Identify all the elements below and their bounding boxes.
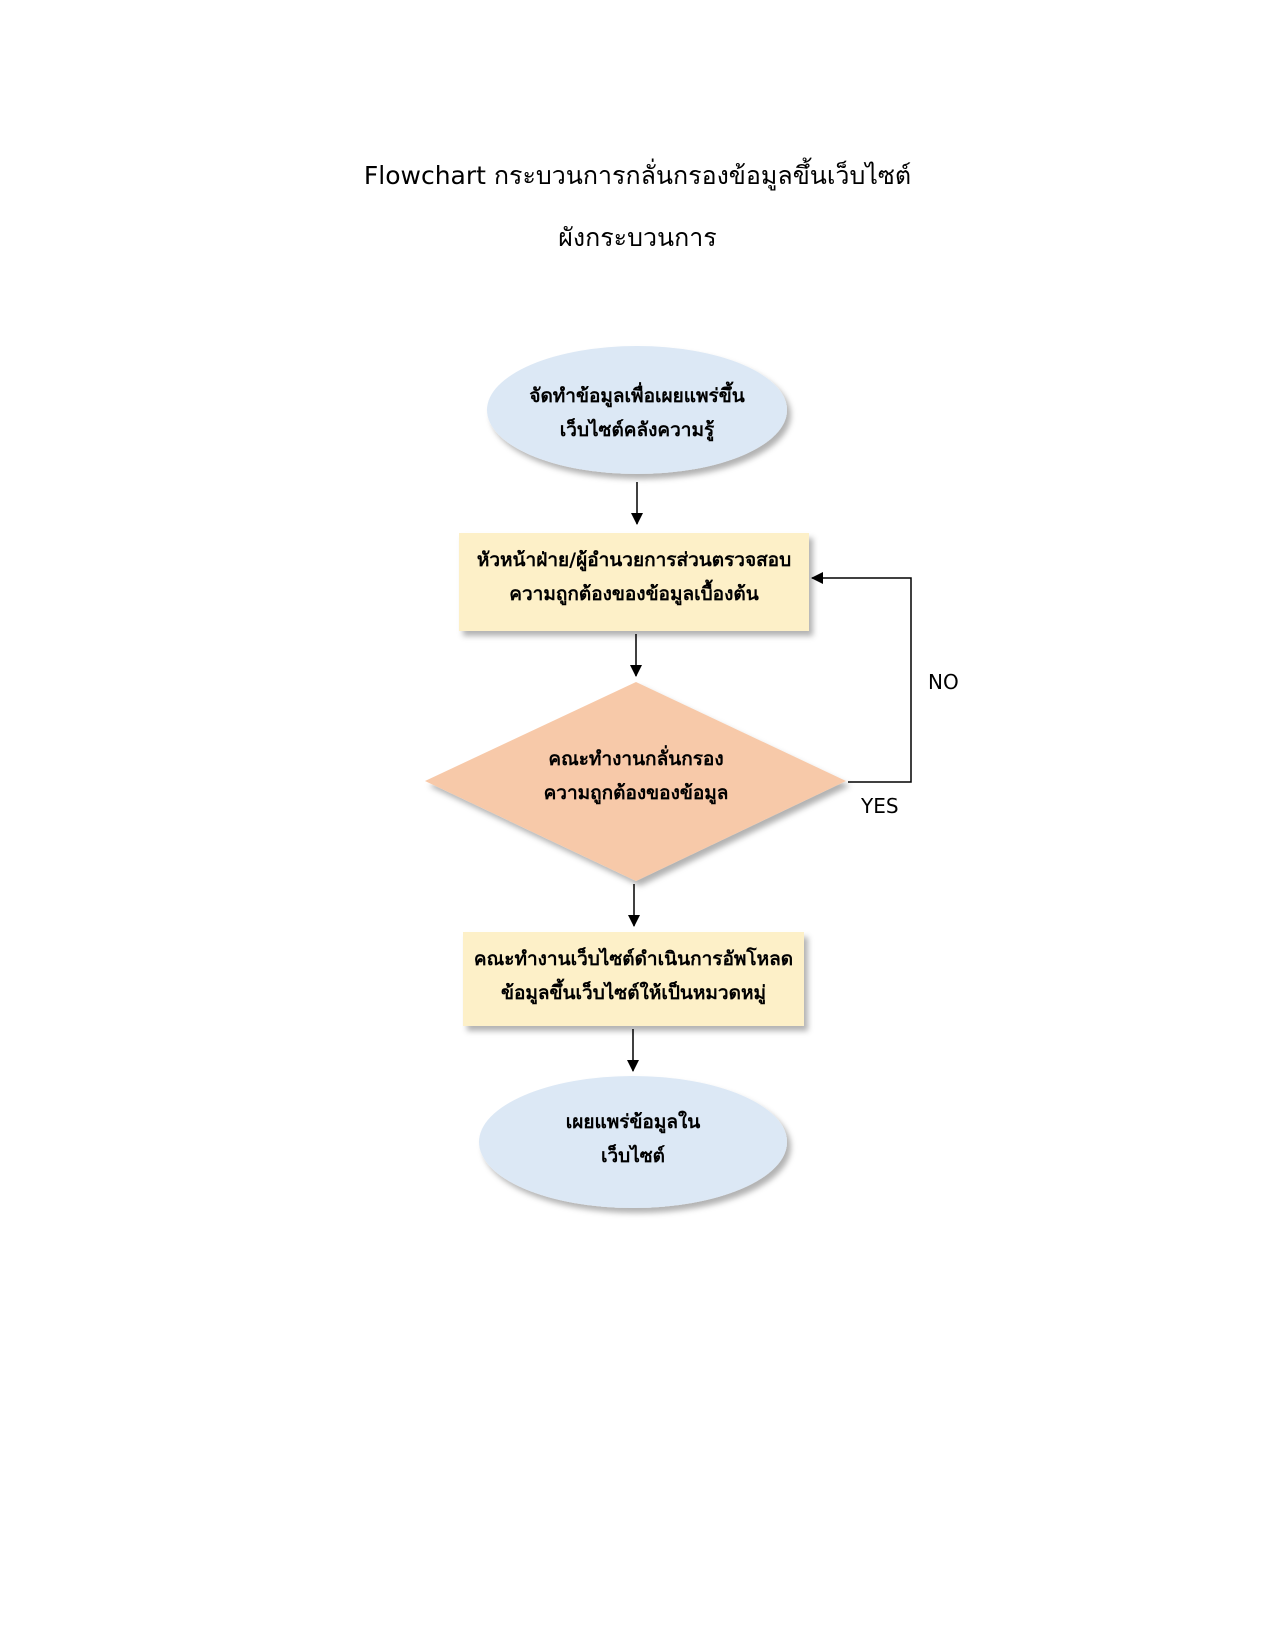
upload-process-box bbox=[463, 932, 804, 1026]
review-process-box bbox=[459, 533, 809, 631]
arrow-decision-loop-back-to-review bbox=[811, 572, 912, 783]
end-ellipse bbox=[479, 1076, 787, 1208]
decision-node-label: คณะทำงานกลั่นกรอง ความถูกต้องของข้อมูล bbox=[543, 748, 729, 804]
page-title: Flowchart กระบวนการกลั่นกรองข้อมูลขึ้นเว… bbox=[363, 161, 912, 190]
yes-edge-label: YES bbox=[861, 794, 899, 818]
upload-node-label: คณะทำงานเว็บไซต์ดำเนินการอัพโหลด ข้อมูลข… bbox=[473, 948, 794, 1004]
start-node-label: จัดทำข้อมูลเพื่อเผยแพร่ขึ้น เว็บไซต์คลัง… bbox=[529, 385, 745, 441]
start-ellipse bbox=[487, 346, 787, 474]
review-node-label: หัวหน้าฝ่าย/ผู้อำนวยการส่วนตรวจสอบ ความถ… bbox=[476, 549, 792, 605]
decision-diamond bbox=[425, 682, 846, 881]
end-node-label: เผยแพร่ข้อมูลใน เว็บไซต์ bbox=[565, 1111, 701, 1167]
page-subtitle: ผังกระบวนการ bbox=[558, 223, 717, 252]
no-edge-label: NO bbox=[928, 670, 959, 694]
